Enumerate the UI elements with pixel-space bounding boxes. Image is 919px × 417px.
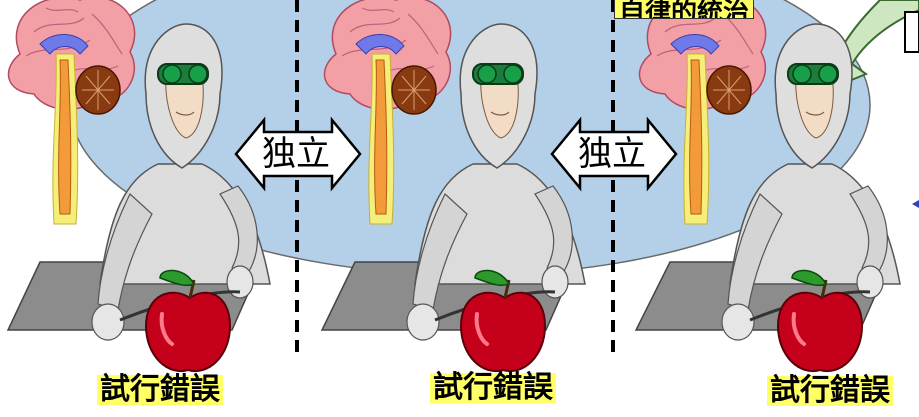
panel-1-caption: 試行錯誤 [97, 375, 223, 405]
double-arrow-icon-1 [234, 116, 362, 192]
offscreen-box [904, 11, 919, 53]
independent-label-1: 独立 [262, 134, 330, 174]
panel-2-caption: 試行錯誤 [430, 373, 556, 403]
pointer-arrow-icon [912, 200, 919, 208]
panel-3-caption: 試行錯誤 [767, 376, 893, 406]
governance-label: 自律的統治 [614, 0, 755, 19]
double-arrow-icon-2 [550, 116, 678, 192]
independent-label-2: 独立 [578, 134, 646, 174]
